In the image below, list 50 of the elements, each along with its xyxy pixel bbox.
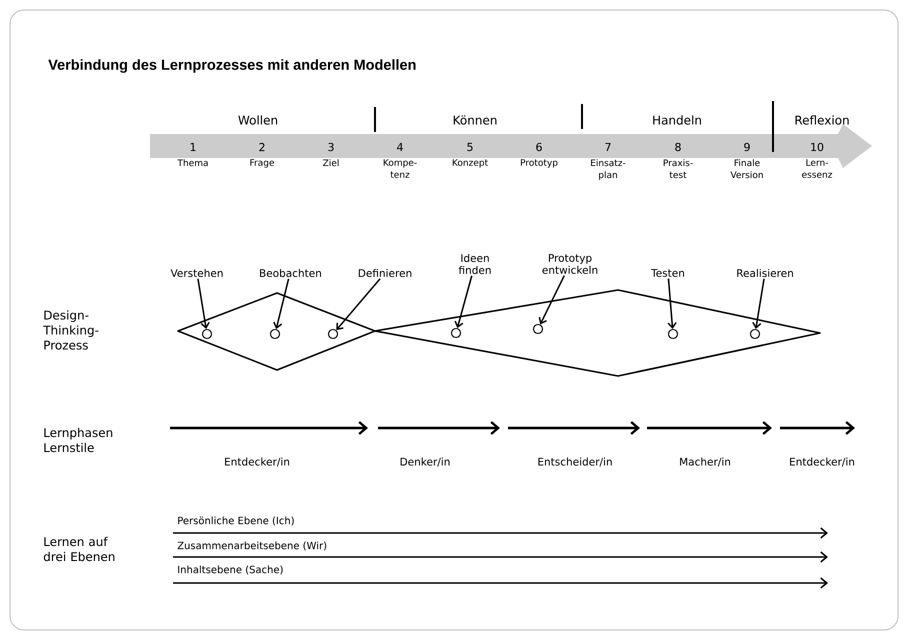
step-number: 1 <box>190 143 196 151</box>
level-label: Persönliche Ebene (Ich) <box>178 516 294 526</box>
arrow <box>454 276 472 328</box>
step-label: Beobachten <box>260 268 321 278</box>
arrow <box>273 278 290 330</box>
arrow <box>538 275 565 324</box>
step-number: 9 <box>744 142 750 152</box>
step-number: 4 <box>397 143 403 151</box>
arrow <box>336 278 381 330</box>
step-label: Testen <box>651 269 684 277</box>
step-number: 8 <box>675 142 681 152</box>
level-label: Zusammenarbeitsebene (Wir) <box>178 542 326 550</box>
step-label: Ideen finden <box>458 254 491 274</box>
arrow <box>197 278 210 330</box>
row-heading: Lernphasen Lernstile <box>44 428 112 452</box>
step-label: Konzept <box>452 159 488 168</box>
step-label: Lern- essenz <box>802 159 832 178</box>
arrow <box>752 278 765 330</box>
step-label: Prototyp entwickeln <box>542 254 598 274</box>
phase-heading: Reflexion <box>796 115 849 125</box>
step-label: Praxis- test <box>664 159 693 178</box>
step-number: 10 <box>811 142 824 152</box>
step-label: Prototyp <box>520 159 558 168</box>
step-label: Kompe- tenz <box>384 159 417 178</box>
step-number: 6 <box>536 142 542 152</box>
learning-style-label: Entdecker/in <box>225 458 290 466</box>
row-heading: Lernen auf drei Ebenen <box>44 536 114 562</box>
step-label: Einsatz- plan <box>591 159 626 180</box>
step-label: Realisieren <box>737 268 793 278</box>
step-number: 5 <box>467 142 473 152</box>
learning-style-label: Denker/in <box>400 458 450 466</box>
step-label: Thema <box>177 159 208 166</box>
phase-heading: Handeln <box>653 115 701 125</box>
step-number: 2 <box>259 142 264 152</box>
title: Verbindung des Lernprozesses mit anderen Modellen <box>48 59 416 73</box>
step-label: Ziel <box>323 159 339 166</box>
learning-style-label: Macher/in <box>680 458 730 466</box>
learning-style-label: Entdecker/in <box>790 458 854 466</box>
step-number: 7 <box>605 143 611 151</box>
step-label: Frage <box>250 159 274 168</box>
step-label: Definieren <box>358 268 412 278</box>
step-number: 3 <box>328 142 334 152</box>
arrow <box>668 278 677 329</box>
level-label: Inhaltsebene (Sache) <box>178 566 283 574</box>
phase-heading: Können <box>454 115 496 125</box>
step-label: Finale Version <box>730 159 763 178</box>
learning-style-label: Entscheider/in <box>538 458 612 466</box>
phase-heading: Wollen <box>238 115 278 125</box>
row-heading: Design- Thinking- Prozess <box>43 310 98 350</box>
step-label: Verstehen <box>170 268 223 278</box>
